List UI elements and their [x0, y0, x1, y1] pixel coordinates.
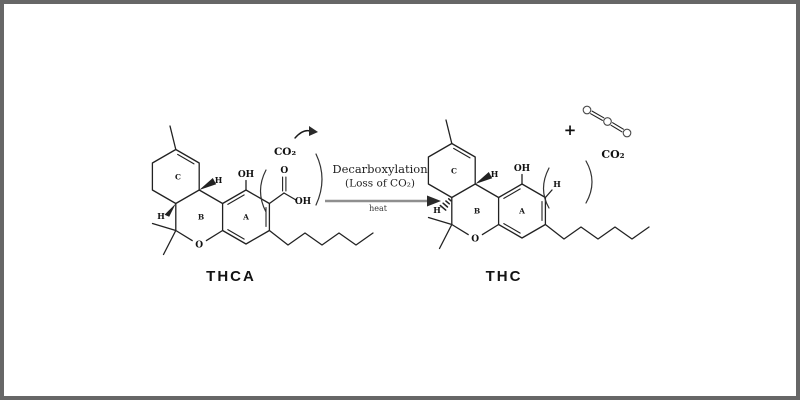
- bond-carboxyl-oh: [283, 192, 297, 201]
- thc-h-top-label: H: [491, 169, 499, 179]
- thca-h-left-label: H: [157, 211, 165, 221]
- arrow-subtitle: (Loss of CO₂): [345, 178, 415, 190]
- thca-ring-label-c: C: [175, 173, 181, 182]
- left-parenthesis: [542, 167, 550, 209]
- co2-oxygen-atom-2: [622, 128, 632, 138]
- thc-pentyl-chain: [544, 223, 650, 240]
- thc-replaced-h-group: H: [542, 160, 593, 209]
- thca-ring-label-b: B: [198, 213, 204, 222]
- arrow-condition-label: heat: [369, 204, 388, 213]
- thca-ring-oxygen-label: O: [195, 241, 203, 251]
- byproduct-co2-label: CO₂: [601, 148, 624, 161]
- thc-h-left-label: H: [433, 205, 441, 215]
- co2-double-bond-2a: [610, 124, 623, 133]
- co2-oxygen-atom-1: [582, 105, 592, 115]
- co2-carbon-atom: [603, 117, 612, 126]
- thca-pentyl-chain: [268, 229, 374, 246]
- arrow-head: [427, 195, 441, 207]
- thca-structure: OH O H H A B C O OH CO₂: [151, 125, 374, 256]
- thca-h-top-label: H: [215, 175, 223, 185]
- bond-c2-carboxyl: [268, 192, 285, 205]
- replaced-h-label: H: [553, 179, 561, 189]
- thc-ring-label-a: A: [518, 207, 525, 216]
- carboxyl-oh-label: OH: [295, 197, 312, 207]
- thc-hash-h-left: [439, 198, 452, 211]
- right-parenthesis: [585, 160, 593, 204]
- leaving-co2-label: CO₂: [274, 146, 297, 158]
- co2-double-bond-1a: [590, 113, 603, 121]
- thca-carboxyl-group: O OH: [259, 153, 323, 213]
- right-parenthesis: [315, 153, 323, 206]
- co2-molecule-drawing: [582, 105, 632, 138]
- bond-c2-h: [544, 189, 553, 199]
- co2-double-bond-1b: [591, 110, 605, 119]
- co2-byproduct: + CO₂: [564, 105, 632, 161]
- thc-ring-label-b: B: [474, 207, 480, 216]
- plus-sign: +: [564, 121, 577, 139]
- carbonyl-double-bond: [282, 176, 287, 192]
- reaction-scheme: OH O H H A B C O OH CO₂: [151, 105, 650, 285]
- co2-curved-arrowhead: [309, 126, 318, 136]
- thc-ring-label-c: C: [451, 167, 457, 176]
- left-parenthesis: [259, 169, 267, 213]
- thca-co2-leaving: CO₂: [274, 126, 318, 158]
- thca-name-label: THCA: [206, 268, 256, 285]
- thc-structure: OH O H H A B C H: [427, 119, 650, 250]
- arrow-title: Decarboxylation: [332, 162, 428, 176]
- thc-hydroxyl-label: OH: [514, 164, 531, 174]
- reaction-arrow: Decarboxylation (Loss of CO₂) heat: [325, 162, 441, 213]
- carbonyl-o-label: O: [280, 166, 288, 176]
- thc-name-label: THC: [486, 268, 523, 285]
- thca-hydroxyl-label: OH: [238, 170, 255, 180]
- thca-ring-label-a: A: [242, 213, 249, 222]
- thc-ring-oxygen-label: O: [471, 235, 479, 245]
- thca-wedge-h-left: [164, 203, 176, 217]
- co2-double-bond-2b: [612, 122, 624, 130]
- co2-curved-arrow: [294, 129, 311, 139]
